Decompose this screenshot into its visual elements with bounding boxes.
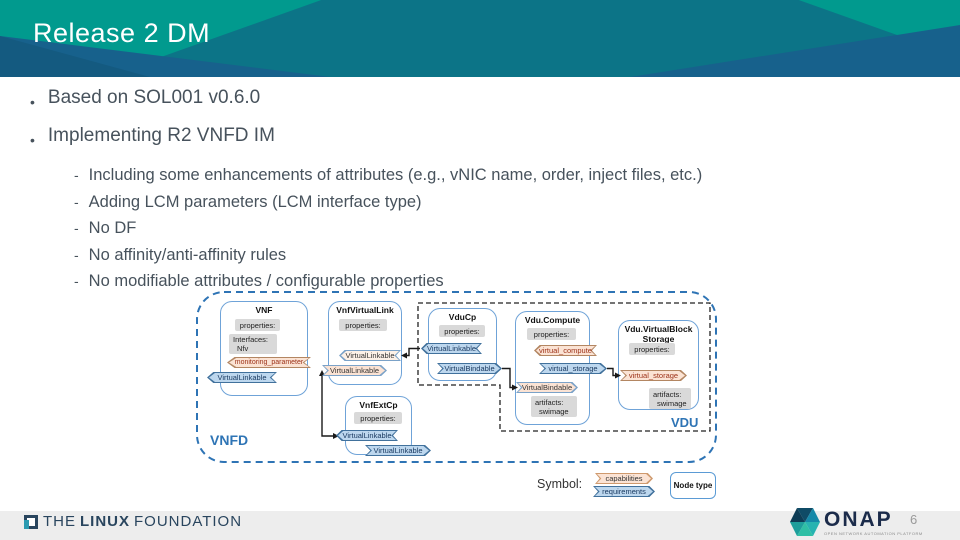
lf-word-foundation: FOUNDATION bbox=[134, 513, 243, 530]
sub-bullet-text: No modifiable attributes / configurable … bbox=[88, 272, 444, 290]
chevron-virtual-storage: virtual_storage bbox=[620, 370, 687, 381]
dash-marker: - bbox=[74, 193, 79, 210]
node-title: Vdu.VirtualBlock Storage bbox=[624, 324, 693, 344]
chip-line: Interfaces: bbox=[233, 335, 269, 344]
chevron-virtuallinkable: VirtualLinkable bbox=[207, 372, 277, 383]
banner-pattern bbox=[0, 0, 960, 77]
onap-tagline: OPEN NETWORK AUTOMATION PLATFORM bbox=[824, 530, 923, 536]
legend-capabilities-chevron: capabilities bbox=[595, 473, 653, 484]
bullet-content: • Based on SOL001 v0.6.0 • Implementing … bbox=[30, 86, 952, 295]
node-title: VnfVirtualLink bbox=[336, 305, 394, 315]
legend-node-type-box: Node type bbox=[670, 472, 716, 499]
page-number: 6 bbox=[910, 512, 918, 527]
bullet-marker: • bbox=[30, 132, 35, 148]
connector-vducp-vvl bbox=[404, 347, 420, 357]
chevron-monitoring-parameter: monitoring_parameter bbox=[227, 357, 311, 368]
chip-properties: properties: bbox=[527, 328, 576, 340]
vdu-group-label: VDU bbox=[671, 415, 699, 430]
bullet-text: Implementing R2 VNFD IM bbox=[47, 125, 275, 146]
chevron-virtuallinkable: VirtualLinkable bbox=[365, 445, 431, 456]
chip-properties: properties: bbox=[629, 343, 675, 355]
sub-bullet-text: Including some enhancements of attribute… bbox=[88, 166, 703, 184]
chip-line: Nfv bbox=[237, 344, 249, 353]
chip-properties: properties: bbox=[354, 412, 402, 424]
chevron-virtuallinkable: VirtualLinkable bbox=[339, 350, 401, 361]
linux-foundation-icon bbox=[24, 514, 38, 529]
chevron-virtuallinkable: VirtualLinkable bbox=[322, 365, 387, 376]
chevron-virtualbindable: VirtualBindable bbox=[516, 382, 578, 393]
dash-marker: - bbox=[74, 220, 79, 236]
bullet-item: • Based on SOL001 v0.6.0 bbox=[30, 86, 952, 114]
connector-compute-storage bbox=[607, 367, 616, 377]
dash-marker: - bbox=[74, 167, 79, 183]
node-title: VnfExtCp bbox=[359, 400, 398, 410]
onap-hexagon-icon bbox=[790, 508, 820, 536]
chip-properties: properties: bbox=[235, 319, 280, 331]
chevron-virtuallinkable: VirtualLinkable bbox=[336, 430, 398, 441]
node-title: Vdu.Compute bbox=[524, 315, 581, 325]
connector-vducp-compute bbox=[502, 367, 513, 389]
dash-marker: - bbox=[74, 246, 79, 263]
chip-line: swimage bbox=[657, 398, 687, 408]
legend-title: Symbol: bbox=[537, 477, 583, 491]
lf-word-linux: LINUX bbox=[80, 513, 130, 530]
sub-bullet-text: No affinity/anti-affinity rules bbox=[88, 245, 287, 264]
chevron-virtuallinkable: VirtualLinkable bbox=[421, 343, 482, 354]
sub-bullet-list: - Including some enhancements of attribu… bbox=[30, 162, 952, 295]
bullet-marker: • bbox=[30, 94, 35, 110]
node-title: VduCp bbox=[448, 312, 477, 322]
vnfd-diagram: VNFD VDU VNF properties: Interfaces: Nfv… bbox=[193, 288, 738, 506]
chevron-virtualbindable: VirtualBindable bbox=[437, 363, 502, 374]
sub-bullet-item: - No affinity/anti-affinity rules bbox=[74, 242, 952, 269]
node-title: VNF bbox=[255, 305, 273, 315]
legend-requirements-chevron: requirements bbox=[593, 486, 655, 497]
chip-properties: properties: bbox=[339, 319, 387, 331]
chevron-virtual-storage: virtual_storage bbox=[539, 363, 607, 374]
chip-properties: properties: bbox=[439, 325, 485, 337]
sub-bullet-item: - No DF bbox=[74, 215, 952, 242]
onap-logo: ONAP OPEN NETWORK AUTOMATION PLATFORM bbox=[789, 506, 923, 538]
chip-artifacts: artifacts: swimage bbox=[531, 396, 577, 417]
chevron-virtual-compute: virtual_compute bbox=[534, 345, 597, 356]
sub-bullet-item: - Adding LCM parameters (LCM interface t… bbox=[74, 189, 952, 216]
bullet-item: • Implementing R2 VNFD IM bbox=[30, 124, 952, 152]
vnfd-group-label: VNFD bbox=[210, 432, 249, 448]
chip-artifacts: artifacts: swimage bbox=[649, 388, 691, 409]
lf-word-the: THE bbox=[43, 513, 76, 530]
chip-line: artifacts: bbox=[535, 397, 564, 407]
bullet-text: Based on SOL001 v0.6.0 bbox=[47, 87, 261, 108]
linux-foundation-logo: THE LINUX FOUNDATION bbox=[24, 513, 242, 530]
dash-marker: - bbox=[74, 273, 79, 289]
chip-interfaces: Interfaces: Nfv bbox=[229, 334, 277, 354]
title-banner: Release 2 DM bbox=[0, 0, 960, 77]
chip-line: artifacts: bbox=[653, 389, 682, 399]
sub-bullet-text: No DF bbox=[88, 219, 137, 237]
sub-bullet-item: - Including some enhancements of attribu… bbox=[74, 162, 952, 189]
chip-line: swimage bbox=[539, 406, 569, 416]
sub-bullet-text: Adding LCM parameters (LCM interface typ… bbox=[88, 192, 422, 211]
page-title: Release 2 DM bbox=[33, 18, 211, 48]
onap-wordmark: ONAP bbox=[824, 507, 893, 531]
sub-bullet-item: - No modifiable attributes / configurabl… bbox=[74, 268, 952, 295]
